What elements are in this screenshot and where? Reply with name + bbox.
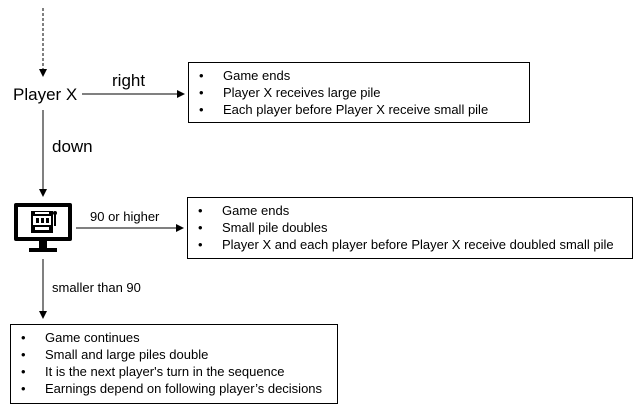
list-item: • Small and large piles double — [17, 346, 331, 363]
edge-label-high: 90 or higher — [90, 209, 160, 224]
list-item-text: Each player before Player X receive smal… — [223, 102, 489, 117]
bullet-glyph: • — [199, 68, 204, 83]
list-item-text: Game ends — [223, 68, 291, 83]
list-item-text: Player X receives large pile — [223, 85, 381, 100]
outcome-box-high: • Game ends • Small pile doubles • Player X… — [187, 197, 633, 259]
list-item: • Game ends — [194, 202, 626, 219]
list-item-text: Game ends — [222, 203, 290, 218]
outcome-box-low: • Game continues • Small and large piles d… — [10, 324, 338, 404]
list-item-text: Small pile doubles — [222, 220, 328, 235]
bullet-glyph: • — [198, 203, 203, 218]
list-item: • Player X and each player before Player … — [194, 236, 626, 253]
list-item: • Each player before Player X receive sma… — [195, 101, 523, 118]
bullet-glyph: • — [199, 85, 204, 100]
player-node-label: Player X — [13, 85, 78, 104]
list-item-text: It is the next player's turn in the sequ… — [45, 364, 285, 379]
list-item: • Game continues — [17, 329, 331, 346]
list-item-text: Small and large piles double — [45, 347, 209, 362]
list-item: • Earnings depend on following player’s d… — [17, 380, 331, 397]
bullet-glyph: • — [198, 237, 203, 252]
list-item-text: Earnings depend on following player’s de… — [45, 381, 323, 396]
list-item-text: Player X and each player before Player X… — [222, 237, 614, 252]
bullet-glyph: • — [21, 330, 26, 345]
list-item: • It is the next player's turn in the seq… — [17, 363, 331, 380]
bullet-glyph: • — [21, 364, 26, 379]
edge-label-low: smaller than 90 — [52, 280, 141, 295]
list-item: • Game ends — [195, 67, 523, 84]
outcome-box-right: • Game ends • Player X receives large pile… — [188, 62, 530, 123]
bullet-glyph: • — [21, 347, 26, 362]
bullet-glyph: • — [199, 102, 204, 117]
slot-machine-monitor-icon — [14, 203, 72, 252]
bullet-glyph: • — [21, 381, 26, 396]
list-item: • Player X receives large pile — [195, 84, 523, 101]
bullet-glyph: • — [198, 220, 203, 235]
list-item-text: Game continues — [45, 330, 140, 345]
list-item: • Small pile doubles — [194, 219, 626, 236]
edge-label-down: down — [52, 137, 93, 156]
edge-label-right: right — [112, 71, 146, 90]
